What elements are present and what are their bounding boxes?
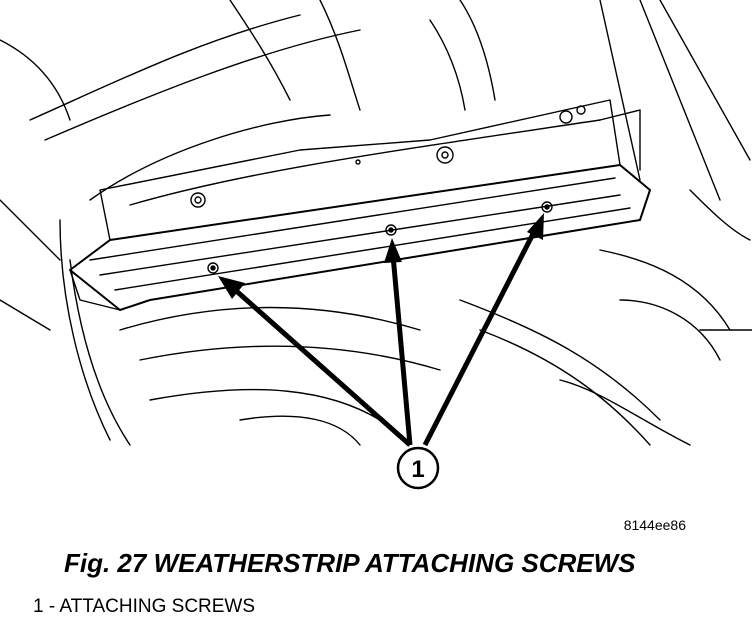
vehicle-body-outline: [0, 0, 752, 446]
screw-marks: [207, 201, 553, 274]
callout-bubble: 1: [396, 446, 440, 490]
screw-right: [541, 201, 553, 213]
figure-caption: Fig. 27 WEATHERSTRIP ATTACHING SCREWS: [64, 548, 636, 578]
screw-left: [207, 262, 219, 274]
callout-number: 1: [411, 456, 424, 483]
weatherstrip-line-drawing: 1: [0, 0, 752, 490]
figure-id-code: 8144ee86: [623, 517, 686, 533]
legend-item: 1 - ATTACHING SCREWS: [33, 596, 256, 617]
screw-center: [385, 224, 397, 236]
weatherstrip-panel: [69, 99, 651, 311]
callout-arrows: [218, 213, 544, 447]
